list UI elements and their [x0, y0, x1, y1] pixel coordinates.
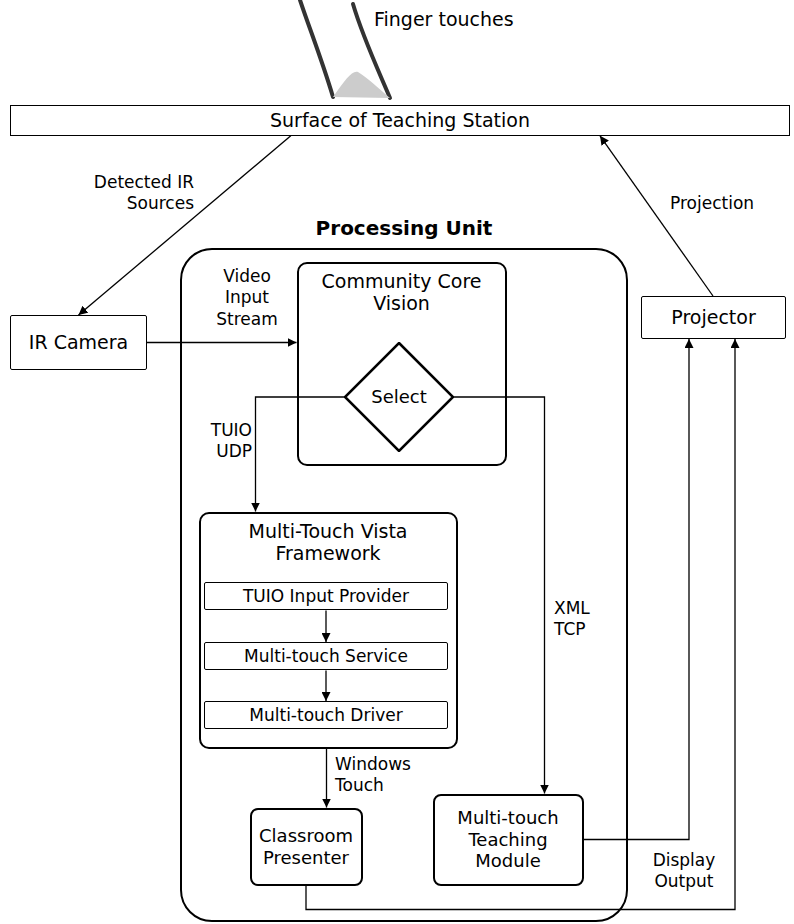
surface-band: Surface of Teaching Station — [10, 105, 790, 136]
edge-label: Projection — [668, 193, 768, 214]
framework-box: TUIO Input ProviderMulti-touch ServiceMu… — [199, 512, 458, 749]
component-box: Multi-touch Driver — [204, 701, 448, 729]
component-box: TUIO Input Provider — [204, 582, 448, 610]
connector-arrow — [256, 397, 345, 512]
node-label: Surface of Teaching Station — [270, 109, 530, 132]
node-label: Multi-touch Teaching Module — [441, 807, 576, 872]
node-label: Community Core Vision — [305, 270, 499, 316]
edge-label: Display Output — [634, 850, 734, 893]
node-label: Select — [371, 386, 427, 408]
edge-label: TUIO UDP — [192, 420, 254, 463]
node-label: TUIO Input Provider — [243, 586, 409, 606]
node-label: Multi-touch Driver — [249, 705, 402, 725]
camera-box: IR Camera — [10, 315, 147, 370]
node-label: IR Camera — [29, 331, 128, 354]
group-heading: Processing Unit — [316, 216, 493, 240]
connector-arrow — [600, 136, 713, 296]
process-box: Classroom Presenter — [250, 808, 363, 886]
edge-label: Detected IR Sources — [60, 172, 196, 215]
connector-arrow — [584, 339, 690, 840]
processing-unit: Select Community Core VisionTUIO Input Pr… — [180, 248, 628, 922]
edge-label: Windows Touch — [333, 754, 432, 797]
node-label: Multi-Touch Vista Framework — [207, 520, 450, 566]
projector-box: Projector — [641, 296, 786, 339]
connector-arrow — [325, 610, 326, 642]
edge-label: XML TCP — [552, 598, 612, 641]
connector-arrow — [147, 342, 297, 343]
component-box: Multi-touch Service — [204, 642, 448, 670]
process-box: Select Community Core Vision — [297, 262, 507, 466]
node-label: Multi-touch Service — [244, 646, 408, 666]
connector-arrow — [306, 339, 735, 910]
finger-shade — [333, 72, 390, 98]
process-box: Multi-touch Teaching Module — [433, 794, 584, 886]
decision-diamond: Select — [344, 342, 454, 452]
connector-arrow — [454, 397, 545, 794]
node-label: Projector — [671, 306, 755, 329]
connector-arrow — [325, 670, 326, 701]
illustration-label: Finger touches — [372, 8, 516, 32]
edge-label: Video Input Stream — [203, 266, 291, 330]
node-label: Classroom Presenter — [258, 825, 355, 868]
finger-stroke — [300, 0, 333, 97]
connector-arrow — [326, 749, 327, 808]
